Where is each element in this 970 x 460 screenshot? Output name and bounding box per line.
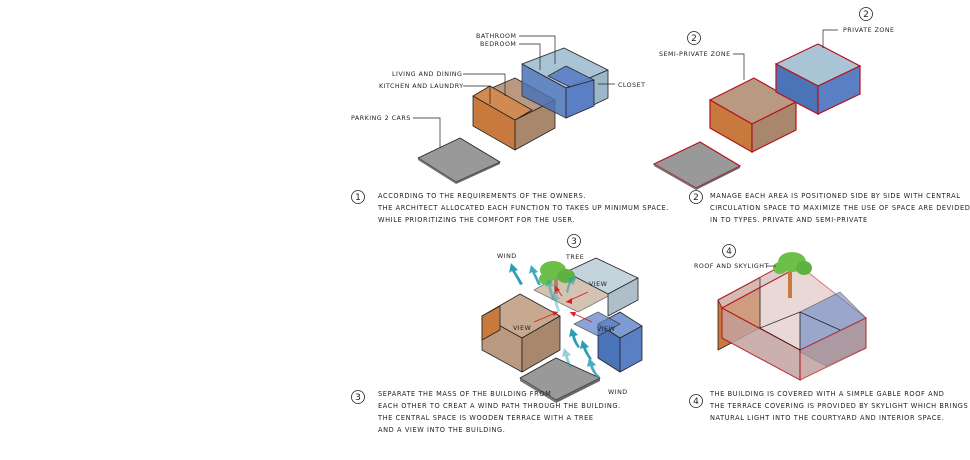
private-zone-number: 2 [863,10,869,20]
tree-icon-4 [773,252,812,298]
step-4-top-number: 4 [726,247,732,257]
wind-arrows [509,263,600,378]
step-3-diagram: 3 TREE WIND VIEW VIEW VIEW WIND [481,234,643,403]
step-2-desc-line-3: IN TO TYPES. PRIVATE AND SEMI-PRIVATE [710,216,868,224]
step-1-number-circle [351,190,365,204]
step-4-diagram: 4 ROOF AND SKYLIGHT [694,244,868,381]
bathroom-leader [519,35,556,64]
private-volume [774,43,862,115]
kitchen-laundry-volume [472,85,533,151]
step-3-number-circle [351,390,365,404]
living-leader [463,73,506,96]
private-zone-leader [822,29,838,48]
label-wind-top: WIND [497,253,517,260]
step-4-text: 4 THE BUILDING IS COVERED WITH A SIMPLE … [689,390,968,422]
step-2-desc-line-1: MANAGE EACH AREA IS POSITIONED SIDE BY S… [710,192,961,200]
step-1-number: 1 [355,193,361,203]
step-4-top-number-circle [722,244,736,258]
step-2-diagram: 2 PRIVATE ZONE 2 SEMI-PRIVATE ZONE [652,7,895,190]
semi-private-number-circle [687,31,701,45]
label-private-zone: PRIVATE ZONE [843,27,895,34]
semi-private-volume-3 [481,293,561,373]
step-4-desc-line-1: THE BUILDING IS COVERED WITH A SIMPLE GA… [709,390,944,398]
label-living-dining: LIVING AND DINING [392,71,462,78]
parking-pad-outlined [652,141,742,189]
label-tree: TREE [565,254,584,261]
step-2-text: 2 MANAGE EACH AREA IS POSITIONED SIDE BY… [689,190,970,224]
bedroom-leader [519,43,541,70]
label-view-right-bottom: VIEW [597,326,616,333]
label-roof-skylight: ROOF AND SKYLIGHT [694,263,769,270]
step-4-desc-line-3: NATURAL LIGHT INTO THE COURTYARD AND INT… [710,414,944,422]
step-2-desc-line-2: CIRCULATION SPACE TO MAXIMIZE THE USE OF… [710,204,970,212]
label-bedroom: BEDROOM [480,41,516,48]
label-closet: CLOSET [618,82,645,89]
view-arrows [533,285,593,323]
parking-pad [417,137,501,184]
step-3-top-number-circle [567,234,581,248]
step-3-desc-line-4: AND A VIEW INTO THE BUILDING. [378,426,505,434]
step-1-text: 1 ACCORDING TO THE REQUIREMENTS OF THE O… [351,190,669,224]
kitchen-leader [463,85,491,104]
private-zone-number-circle [859,7,873,21]
step-4-desc-line-2: THE TERRACE COVERING IS PROVIDED BY SKYL… [709,402,968,410]
step-2-number-circle [689,190,703,204]
parking-leader [413,117,441,148]
step-3-desc-line-1: SEPARATE THE MASS OF THE BUILDING FROM [378,390,551,398]
step-4-number: 4 [693,397,699,407]
step-1-desc-line-1: ACCORDING TO THE REQUIREMENTS OF THE OWN… [378,192,586,200]
bedroom-volume [521,63,595,119]
step-3-desc-line-2: EACH OTHER TO CREAT A WIND PATH THROUGH … [378,402,621,410]
step-2-number: 2 [693,193,699,203]
private-volume-3 [573,311,643,373]
step-1-desc-line-2: THE ARCHITECT ALLOCATED EACH FUNCTION TO… [377,204,669,212]
semi-private-number: 2 [691,34,697,44]
label-view-right-top: VIEW [589,281,608,288]
step-3-text: 3 SEPARATE THE MASS OF THE BUILDING FROM… [351,390,621,434]
step-3-number: 3 [355,393,361,403]
step-1-diagram: BATHROOM BEDROOM LIVING AND DINING KITCH… [351,33,645,184]
step-3-desc-line-3: THE CENTRAL SPACE IS WOODEN TERRACE WITH… [377,414,594,422]
label-semi-private-zone: SEMI-PRIVATE ZONE [659,51,731,58]
step-1-desc-line-3: WHILE PRIORITIZING THE COMFORT FOR THE U… [378,216,575,224]
label-wind-bottom: WIND [608,389,628,396]
step-3-top-number: 3 [571,237,577,247]
label-kitchen-laundry: KITCHEN AND LAUNDRY [379,83,464,90]
step-4-number-circle [689,394,703,408]
label-parking: PARKING 2 CARS [351,115,411,122]
semi-private-leader [733,53,745,80]
label-view-left: VIEW [513,325,532,332]
label-bathroom: BATHROOM [476,33,516,40]
